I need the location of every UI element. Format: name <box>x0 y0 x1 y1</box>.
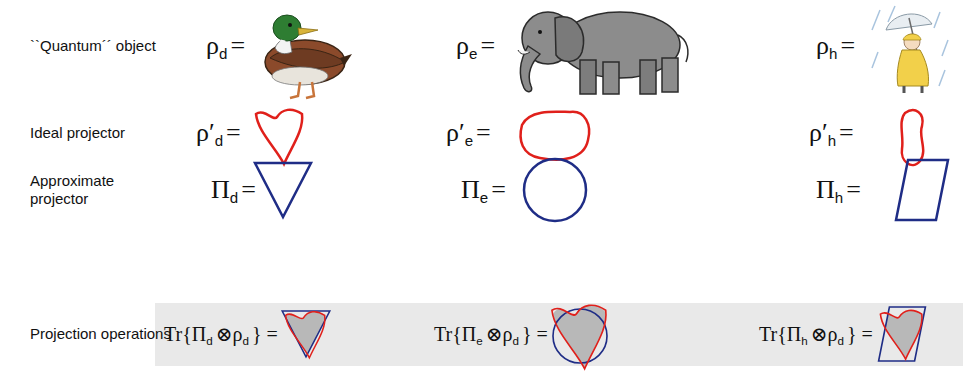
formula: Πd= <box>210 175 256 205</box>
subscript: h <box>828 132 836 149</box>
math-symbol: ⊗ρ <box>216 322 243 346</box>
math-symbol: ρ <box>456 31 469 61</box>
formula: ρ′h= <box>808 118 854 148</box>
subscript: e <box>469 45 477 62</box>
math-symbol: ρ′ <box>446 118 465 148</box>
math-symbol: } = <box>252 323 278 346</box>
formula: Πh= <box>815 175 861 205</box>
math-symbol: Π <box>211 175 230 205</box>
subscript: d <box>512 334 518 347</box>
subscript: d <box>215 132 223 149</box>
ideal-shape <box>256 110 302 164</box>
math-symbol: } = <box>522 323 548 346</box>
row-label: ``Quantum´´ object <box>30 37 156 55</box>
math-symbol: = <box>241 175 256 205</box>
subscript: d <box>230 189 238 206</box>
math-symbol: Tr{Π <box>434 323 476 346</box>
formula: ρd= <box>205 31 245 61</box>
math-symbol: = <box>840 31 855 61</box>
row-label: Projection operations <box>30 325 171 343</box>
person-picture <box>872 6 948 93</box>
formula: ρ′e= <box>445 118 491 148</box>
math-symbol: = <box>230 31 245 61</box>
approx-shape <box>896 160 948 220</box>
row-label: Ideal projector <box>30 124 125 142</box>
math-symbol: ρ <box>816 31 829 61</box>
math-symbol: = <box>226 118 241 148</box>
math-symbol: = <box>846 175 861 205</box>
formula: Tr{Πh ⊗ρd } = <box>758 322 873 346</box>
math-symbol: Π <box>816 175 835 205</box>
subscript: d <box>219 45 227 62</box>
row-label: Approximate projector <box>30 172 130 208</box>
math-symbol: = <box>491 175 506 205</box>
math-symbol: Π <box>461 175 480 205</box>
math-symbol: Tr{Π <box>164 323 206 346</box>
subscript: e <box>480 189 488 206</box>
math-symbol: = <box>476 118 491 148</box>
formula: Πe= <box>460 175 506 205</box>
approx-shape <box>524 159 586 221</box>
subscript: d <box>206 334 212 347</box>
formula: ρe= <box>455 31 495 61</box>
subscript: e <box>476 334 482 347</box>
subscript: h <box>801 334 807 347</box>
math-symbol: = <box>480 31 495 61</box>
elephant-picture <box>518 12 688 94</box>
ideal-shape <box>521 112 590 160</box>
subscript: d <box>837 334 843 347</box>
math-symbol: ρ′ <box>196 118 215 148</box>
subscript: e <box>465 132 473 149</box>
approx-shape <box>255 163 311 217</box>
overlap-shape <box>879 307 926 361</box>
formula: ρh= <box>815 31 855 61</box>
subscript: h <box>829 45 837 62</box>
math-symbol: } = <box>847 323 873 346</box>
duck-picture <box>265 15 352 98</box>
subscript: d <box>242 334 248 347</box>
math-symbol: ⊗ρ <box>486 322 513 346</box>
math-symbol: ⊗ρ <box>811 322 838 346</box>
math-symbol: ρ <box>206 31 219 61</box>
overlap-shape <box>282 311 330 358</box>
math-symbol: Tr{Π <box>759 323 801 346</box>
math-symbol: = <box>839 118 854 148</box>
ideal-shape <box>901 110 923 165</box>
formula: ρ′d= <box>195 118 241 148</box>
formula: Tr{Πd⊗ρd} = <box>163 322 278 346</box>
math-symbol: ρ′ <box>809 118 828 148</box>
formula: Tr{Πe ⊗ρd } = <box>433 322 548 346</box>
overlap-shape <box>552 305 607 369</box>
subscript: h <box>835 189 843 206</box>
